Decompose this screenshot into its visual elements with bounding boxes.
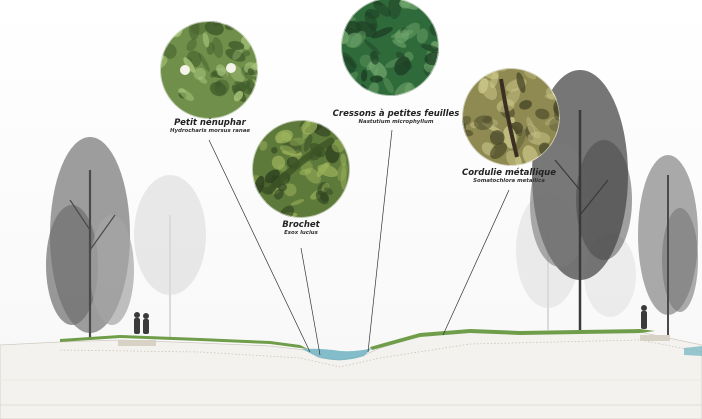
species-latin-name: Somatochlora metallica	[462, 179, 556, 185]
species-latin-name: Esox lucius	[282, 231, 319, 237]
species-latin-name: Hydrocharis morsus ranae	[170, 129, 250, 135]
species-common-name: Cressons à petites feuilles	[333, 110, 460, 119]
species-common-name: Cordulie métallique	[462, 169, 556, 178]
label-cordulie: Cordulie métallique Somatochlora metalli…	[462, 169, 556, 185]
flower-petal-icon	[226, 63, 236, 73]
species-common-name: Brochet	[282, 221, 319, 230]
label-cressons: Cressons à petites feuilles Nastutium mi…	[333, 110, 460, 126]
species-latin-name: Nastutium microphyllum	[333, 120, 460, 126]
species-common-name: Petit nénuphar	[170, 119, 250, 128]
label-petit-nenuphar: Petit nénuphar Hydrocharis morsus ranae	[170, 119, 250, 135]
label-brochet: Brochet Esox lucius	[282, 221, 319, 237]
flower-petal-icon	[180, 65, 190, 75]
